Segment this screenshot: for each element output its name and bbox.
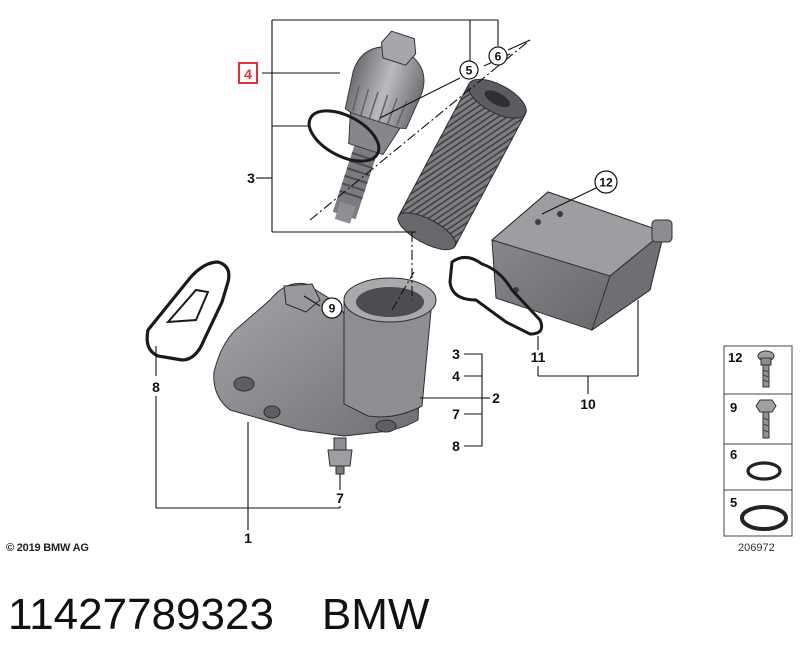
callout-6[interactable]: 6	[488, 46, 508, 66]
callout-2[interactable]: 2	[492, 390, 500, 406]
oil-cooler	[490, 191, 673, 332]
torx-bolt-icon	[757, 350, 775, 388]
copyright-notice: © 2019 BMW AG	[6, 542, 89, 554]
callout-9[interactable]: 9	[321, 297, 343, 319]
svg-text:6: 6	[495, 50, 502, 64]
callout-4-right[interactable]: 4	[452, 368, 460, 384]
oil-filter-element	[397, 78, 527, 251]
drain-plug	[327, 437, 353, 475]
svg-text:5: 5	[466, 64, 473, 78]
housing-gasket	[145, 260, 231, 362]
callout-4-highlight	[238, 62, 258, 84]
callout-8-right[interactable]: 8	[452, 438, 460, 454]
callout-3-top[interactable]: 3	[247, 170, 255, 186]
leader-lines	[155, 19, 639, 530]
footer-caption: 11427789323 BMW	[8, 590, 429, 640]
callout-8-left[interactable]: 8	[152, 379, 160, 395]
callout-12[interactable]: 12	[594, 170, 618, 194]
hex-bolt-icon	[755, 399, 777, 439]
callout-5[interactable]: 5	[459, 60, 479, 80]
o-ring-large-icon	[740, 505, 788, 531]
part-number: 11427789323	[8, 590, 274, 639]
legend-item-9[interactable]: 9	[730, 399, 777, 439]
o-ring-small-icon	[746, 461, 782, 481]
callout-1[interactable]: 1	[244, 530, 252, 546]
callout-11[interactable]: 11	[531, 349, 546, 365]
callout-3-right[interactable]: 3	[452, 346, 460, 362]
callout-7-right[interactable]: 7	[452, 406, 460, 422]
svg-text:12: 12	[728, 350, 742, 365]
svg-text:9: 9	[329, 302, 336, 316]
svg-text:6: 6	[730, 447, 737, 462]
diagram-id: 206972	[738, 542, 775, 554]
oil-filter-housing	[213, 277, 437, 437]
brand-name: BMW	[321, 590, 430, 639]
callout-10[interactable]: 10	[580, 396, 596, 412]
svg-text:5: 5	[730, 495, 737, 510]
callout-4-top[interactable]: 4	[244, 66, 252, 82]
svg-text:9: 9	[730, 400, 737, 415]
cooler-seal	[448, 256, 544, 336]
legend-item-12[interactable]: 12	[728, 350, 775, 388]
legend-item-6[interactable]: 6	[730, 447, 782, 481]
o-ring-6	[307, 109, 381, 163]
callout-7-bottom[interactable]: 7	[336, 490, 344, 506]
svg-text:12: 12	[599, 176, 613, 190]
small-parts-legend: 12 9 6 5	[723, 345, 793, 537]
legend-item-5[interactable]: 5	[730, 495, 788, 531]
